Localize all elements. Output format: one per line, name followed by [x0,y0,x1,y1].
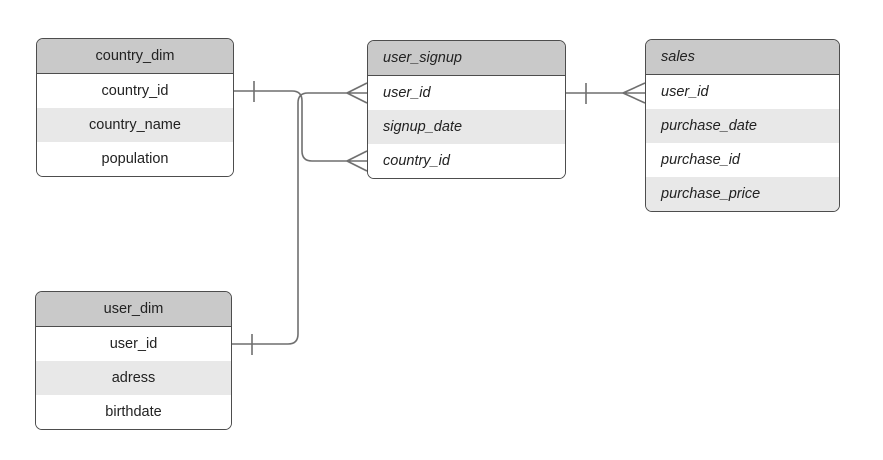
crow-foot [622,82,646,104]
connector-country-dim-to-user-signup [234,81,368,172]
entity-title: user_signup [368,41,565,76]
entity-field-row: purchase_id [646,143,839,177]
entity-country-dim[interactable]: country_dim country_id country_name popu… [36,38,234,177]
entity-user-signup[interactable]: user_signup user_id signup_date country_… [367,40,566,179]
crow-foot [346,82,368,104]
entity-field-row: signup_date [368,110,565,144]
entity-user-dim[interactable]: user_dim user_id adress birthdate [35,291,232,430]
entity-body: country_id country_name population [37,74,233,176]
connector-user-dim-to-user-signup [232,82,368,355]
entity-field-row: user_id [646,75,839,109]
entity-field-row: user_id [36,327,231,361]
entity-field-row: country_id [37,74,233,108]
connector-line [234,90,347,162]
entity-body: user_id signup_date country_id [368,76,565,178]
entity-field-row: purchase_date [646,109,839,143]
entity-field-row: birthdate [36,395,231,429]
entity-body: user_id purchase_date purchase_id purcha… [646,75,839,211]
connector-user-signup-to-sales [566,82,646,104]
entity-body: user_id adress birthdate [36,327,231,429]
entity-field-row: country_id [368,144,565,178]
entity-title: country_dim [37,39,233,74]
crow-foot [346,150,368,172]
entity-title: user_dim [36,292,231,327]
entity-field-row: population [37,142,233,176]
entity-field-row: user_id [368,76,565,110]
entity-field-row: country_name [37,108,233,142]
connector-line [232,92,347,345]
entity-field-row: purchase_price [646,177,839,211]
entity-title: sales [646,40,839,75]
entity-field-row: adress [36,361,231,395]
entity-sales[interactable]: sales user_id purchase_date purchase_id … [645,39,840,212]
